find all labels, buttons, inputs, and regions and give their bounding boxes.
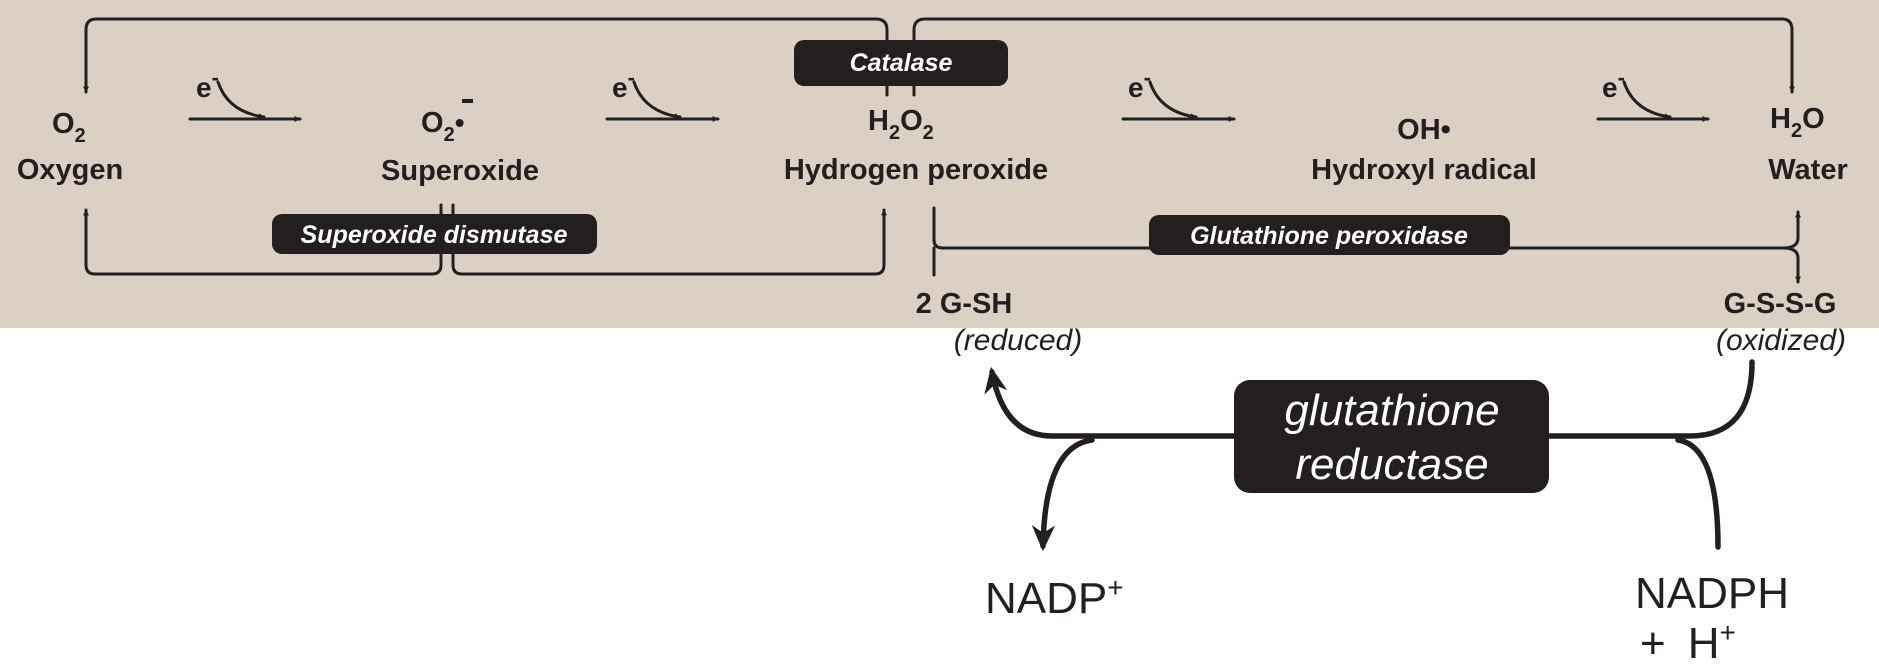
glutathione-peroxidase-label: Glutathione peroxidase xyxy=(1190,222,1468,250)
gr-arrow-to-reduced xyxy=(984,366,1243,439)
catalase-arrow-to-water xyxy=(912,17,1795,97)
nadph-proton-label: +H+ xyxy=(1640,617,1736,664)
oxygen-node: O2 Oxygen xyxy=(17,108,123,186)
sod-arrow-to-oxygen xyxy=(83,208,443,276)
gpx-line-from-peroxide xyxy=(932,206,945,250)
oxidized-glutathione-state: (oxidized) xyxy=(1716,324,1846,357)
glutathione-reductase-line2: reductase xyxy=(1295,440,1488,489)
gr-line-from-oxidized xyxy=(1537,359,1755,439)
electron-curve-4 xyxy=(1622,80,1672,120)
superoxide-node: O2• Superoxide xyxy=(381,99,539,187)
oxygen-name: Oxygen xyxy=(17,154,123,186)
reduced-glutathione-node: 2 G-SH (reduced) xyxy=(916,288,1083,357)
superoxide-charge-bar xyxy=(462,99,473,103)
reduced-glutathione-formula: 2 G-SH xyxy=(916,288,1013,320)
gpx-arrow-to-gssg xyxy=(1781,246,1801,284)
water-formula: H2O xyxy=(1770,103,1825,142)
electron-label-1: e- xyxy=(196,65,219,103)
electron-label-4: e- xyxy=(1602,65,1625,103)
electron-label-2: e- xyxy=(612,65,635,103)
electron-curve-2 xyxy=(632,80,682,120)
electron-curve-3 xyxy=(1148,80,1198,120)
water-name: Water xyxy=(1768,154,1848,186)
superoxide-dismutase-pill: Superoxide dismutase xyxy=(272,214,597,254)
hydroxyl-name: Hydroxyl radical xyxy=(1311,154,1537,186)
glutathione-reductase-line1: glutathione xyxy=(1284,386,1499,435)
nadph-label: NADPH xyxy=(1635,569,1789,618)
glutathione-reductase-pill: glutathione reductase xyxy=(1234,380,1549,493)
hydroxyl-radical-node: OH• Hydroxyl radical xyxy=(1311,114,1537,186)
sod-arrow-to-peroxide xyxy=(451,208,887,276)
oxidized-glutathione-node: G-S-S-G (oxidized) xyxy=(1716,288,1846,357)
catalase-pill: Catalase xyxy=(794,40,1008,86)
oxidized-glutathione-formula: G-S-S-G xyxy=(1724,288,1837,320)
electron-labels: e- e- e- e- xyxy=(196,65,1625,103)
gr-line-from-nadph xyxy=(1675,437,1721,550)
gr-arrow-to-nadp xyxy=(1031,437,1095,552)
nadp-label: NADP+ xyxy=(985,572,1124,623)
catalase-arrow-to-oxygen xyxy=(83,17,889,97)
glutathione-peroxidase-pill: Glutathione peroxidase xyxy=(1149,215,1510,255)
hydrogen-peroxide-node: H2O2 Hydrogen peroxide xyxy=(784,105,1048,186)
reduced-glutathione-state: (reduced) xyxy=(954,324,1082,357)
superoxide-formula: O2• xyxy=(421,107,465,146)
hydrogen-peroxide-formula: H2O2 xyxy=(868,105,934,144)
electron-curve-1 xyxy=(216,80,266,120)
catalase-label: Catalase xyxy=(850,49,953,77)
oxygen-formula: O2 xyxy=(52,108,86,147)
electron-label-3: e- xyxy=(1128,65,1151,103)
superoxide-name: Superoxide xyxy=(381,155,539,187)
superoxide-dismutase-label: Superoxide dismutase xyxy=(301,221,568,249)
water-node: H2O Water xyxy=(1768,103,1848,186)
hydrogen-peroxide-name: Hydrogen peroxide xyxy=(784,154,1048,186)
hydroxyl-formula: OH• xyxy=(1397,114,1451,146)
